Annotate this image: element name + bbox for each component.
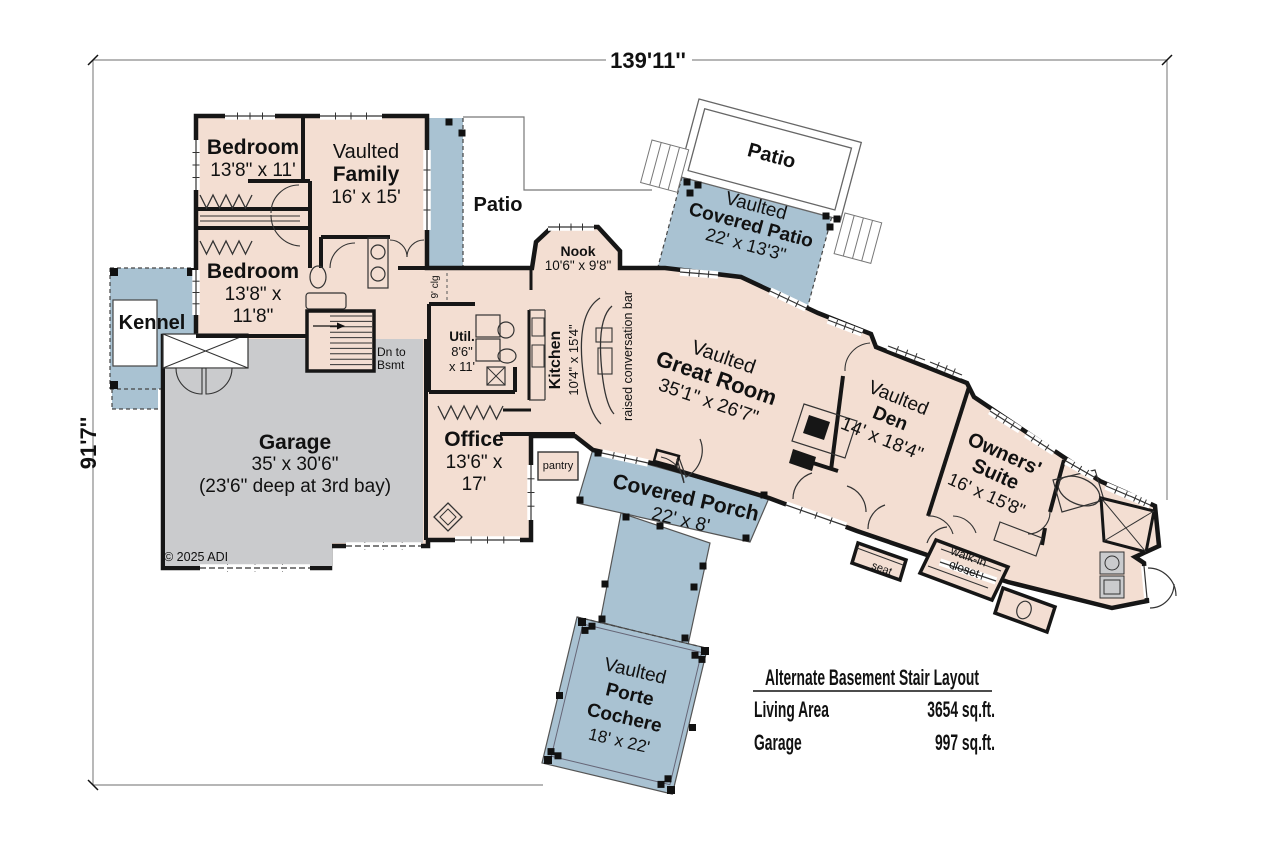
svg-text:Dn to: Dn to bbox=[377, 345, 406, 359]
svg-text:Kennel: Kennel bbox=[119, 312, 186, 334]
svg-text:10'6" x 9'8": 10'6" x 9'8" bbox=[545, 258, 612, 273]
svg-text:Kitchen: Kitchen bbox=[547, 331, 564, 390]
svg-text:11'8": 11'8" bbox=[233, 306, 274, 327]
svg-text:Vaulted: Vaulted bbox=[333, 141, 399, 163]
svg-text:16' x 15': 16' x 15' bbox=[331, 187, 401, 208]
svg-text:Family: Family bbox=[333, 163, 400, 186]
svg-text:997 sq.ft.: 997 sq.ft. bbox=[935, 730, 995, 755]
svg-text:Garage: Garage bbox=[259, 431, 331, 454]
svg-text:13'8" x: 13'8" x bbox=[225, 284, 282, 305]
svg-text:35' x 30'6": 35' x 30'6" bbox=[252, 454, 339, 475]
svg-text:(23'6" deep at 3rd bay): (23'6" deep at 3rd bay) bbox=[199, 476, 391, 497]
svg-text:139'11'': 139'11'' bbox=[610, 48, 686, 73]
svg-text:Bedroom: Bedroom bbox=[207, 136, 299, 159]
svg-text:13'8" x 11': 13'8" x 11' bbox=[210, 160, 295, 181]
svg-text:17': 17' bbox=[462, 474, 487, 495]
svg-text:Bsmt: Bsmt bbox=[377, 358, 405, 372]
svg-text:13'6" x: 13'6" x bbox=[446, 452, 503, 473]
svg-text:Util.: Util. bbox=[449, 329, 475, 344]
svg-text:© 2025 ADI: © 2025 ADI bbox=[164, 550, 228, 564]
svg-text:raised conversation bar: raised conversation bar bbox=[621, 291, 635, 421]
svg-text:Office: Office bbox=[444, 428, 504, 451]
svg-text:Patio: Patio bbox=[474, 194, 523, 216]
svg-text:Living Area: Living Area bbox=[754, 697, 830, 722]
svg-text:pantry: pantry bbox=[543, 460, 574, 472]
svg-text:Bedroom: Bedroom bbox=[207, 260, 299, 283]
svg-text:Nook: Nook bbox=[561, 243, 596, 259]
svg-text:10'4" x 15'4": 10'4" x 15'4" bbox=[566, 324, 581, 396]
svg-text:8'6": 8'6" bbox=[451, 344, 473, 359]
svg-text:x 11': x 11' bbox=[449, 359, 475, 374]
svg-text:9' clg: 9' clg bbox=[430, 275, 441, 298]
svg-text:Garage: Garage bbox=[754, 730, 802, 755]
svg-text:3654 sq.ft.: 3654 sq.ft. bbox=[927, 697, 995, 722]
svg-text:91'7'': 91'7'' bbox=[76, 417, 101, 469]
svg-text:Alternate Basement Stair Layou: Alternate Basement Stair Layout bbox=[765, 665, 979, 690]
